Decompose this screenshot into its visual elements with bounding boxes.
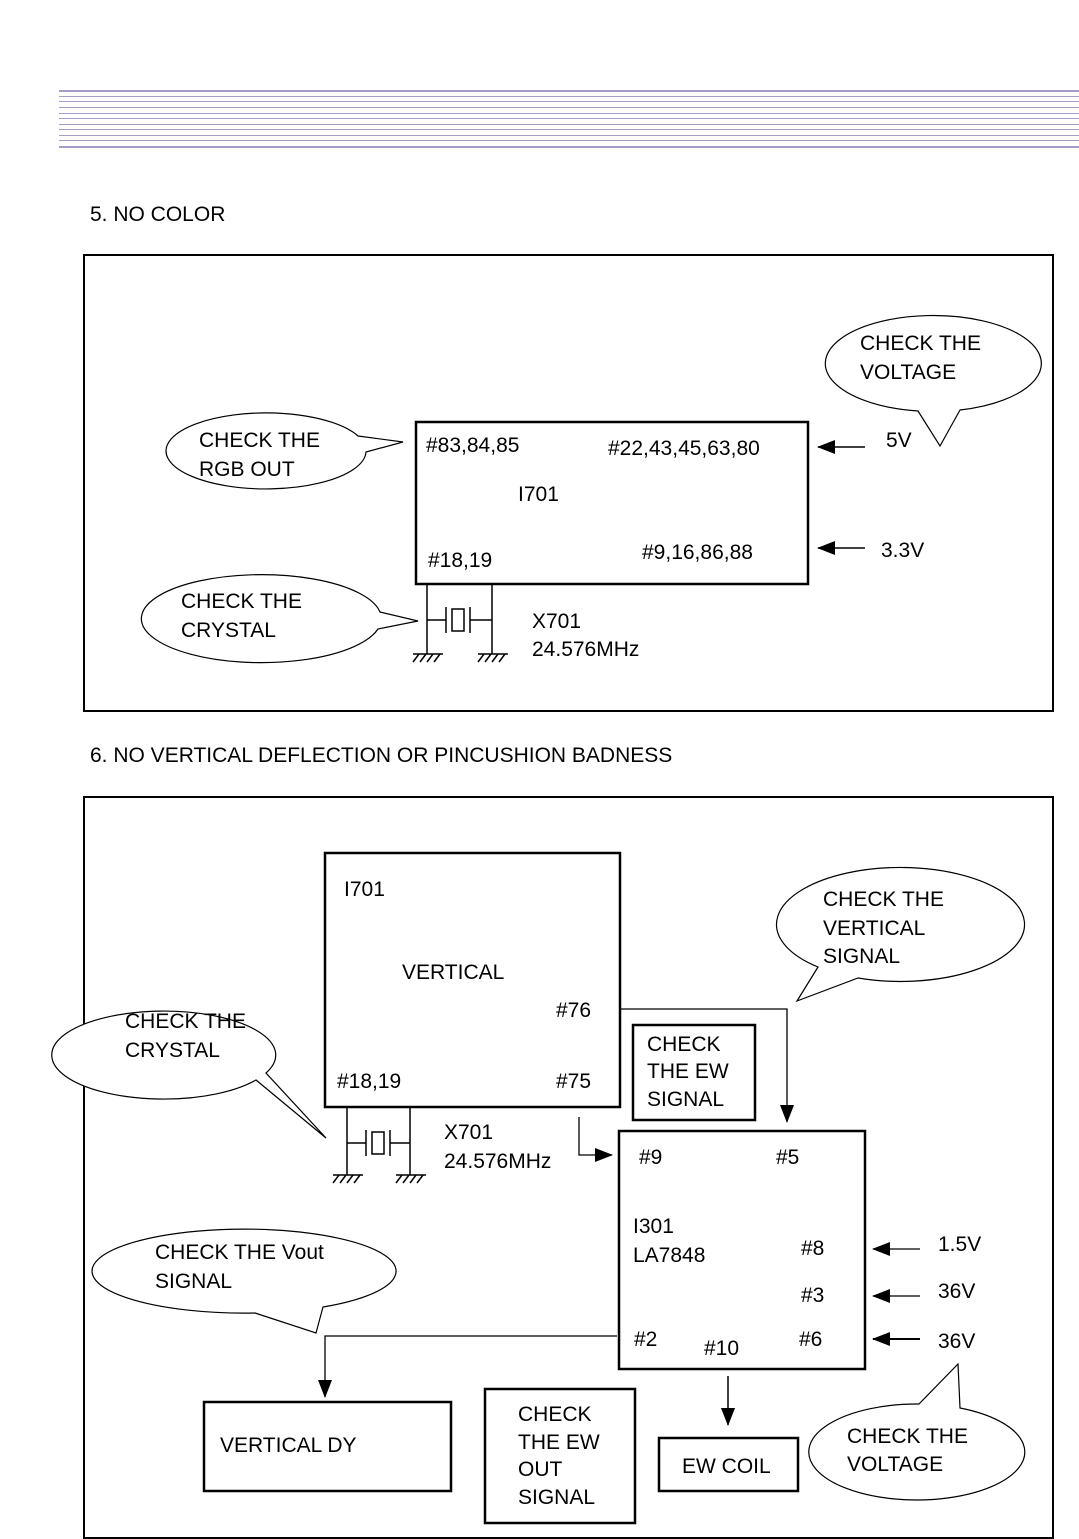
voltage-5v-arrow: 5V bbox=[817, 429, 912, 454]
crystal-ref-label-2: X701 bbox=[444, 1121, 493, 1144]
voltage-36v-arrow-pin6: 36V bbox=[872, 1330, 975, 1353]
ground-icon bbox=[477, 653, 508, 663]
svg-text:36V: 36V bbox=[938, 1280, 975, 1303]
box-vertical-dy: VERTICAL DY bbox=[202, 1400, 453, 1493]
signal-line-76-to-5 bbox=[620, 1008, 794, 1123]
voltage-3v3-label: 3.3V bbox=[881, 539, 924, 562]
crystal-x701-symbol-2 bbox=[332, 1107, 426, 1184]
svg-text:#9: #9 bbox=[639, 1146, 662, 1169]
callout-check-rgb-out: CHECK THE RGB OUT bbox=[165, 412, 404, 490]
svg-text:VERTICAL: VERTICAL bbox=[402, 961, 504, 984]
svg-text:CHECK: CHECK bbox=[518, 1403, 592, 1426]
pins-rgb-label: #83,84,85 bbox=[426, 434, 519, 457]
crystal-x701-symbol bbox=[412, 584, 508, 663]
svg-text:I701: I701 bbox=[344, 878, 385, 901]
svg-text:VOLTAGE: VOLTAGE bbox=[847, 1453, 943, 1476]
pins-5v-label: #22,43,45,63,80 bbox=[608, 437, 760, 460]
svg-text:VERTICAL: VERTICAL bbox=[823, 917, 925, 940]
voltage-36v-arrow-pin3: 36V bbox=[872, 1280, 975, 1303]
svg-text:CHECK THE: CHECK THE bbox=[860, 332, 981, 355]
ic-i701-block: #83,84,85 #22,43,45,63,80 I701 #18,19 #9… bbox=[414, 420, 810, 586]
svg-text:CHECK THE: CHECK THE bbox=[125, 1010, 246, 1033]
header-stripe-band bbox=[59, 90, 1079, 148]
svg-text:VERTICAL DY: VERTICAL DY bbox=[220, 1434, 357, 1457]
svg-text:#75: #75 bbox=[556, 1070, 591, 1093]
svg-text:#6: #6 bbox=[799, 1328, 822, 1351]
section-6-frame bbox=[83, 796, 1054, 1539]
svg-text:#2: #2 bbox=[634, 1328, 657, 1351]
ic-name-label: I701 bbox=[518, 483, 559, 506]
svg-text:THE EW: THE EW bbox=[518, 1431, 600, 1454]
svg-text:#3: #3 bbox=[801, 1284, 824, 1307]
signal-line-75-to-9 bbox=[578, 1117, 613, 1162]
svg-text:CHECK: CHECK bbox=[647, 1033, 721, 1056]
ground-icon bbox=[412, 653, 443, 663]
svg-text:CRYSTAL: CRYSTAL bbox=[181, 619, 276, 642]
section-6-title: 6. NO VERTICAL DEFLECTION OR PINCUSHION … bbox=[90, 744, 673, 767]
svg-text:CHECK THE Vout: CHECK THE Vout bbox=[155, 1241, 324, 1264]
callout-check-crystal: CHECK THE CRYSTAL bbox=[140, 574, 419, 664]
svg-text:#8: #8 bbox=[801, 1237, 824, 1260]
ic-i301-la7848-block: #9 #5 I301 LA7848 #8 #3 #2 #10 #6 bbox=[617, 1129, 867, 1371]
callout-check-voltage-2: CHECK THE VOLTAGE bbox=[808, 1362, 1026, 1501]
svg-text:#5: #5 bbox=[776, 1146, 799, 1169]
svg-text:EW COIL: EW COIL bbox=[682, 1455, 771, 1478]
svg-text:#76: #76 bbox=[556, 999, 591, 1022]
svg-text:CHECK THE: CHECK THE bbox=[823, 888, 944, 911]
voltage-5v-label: 5V bbox=[886, 429, 912, 452]
crystal-freq-label-2: 24.576MHz bbox=[444, 1150, 551, 1173]
svg-text:SIGNAL: SIGNAL bbox=[155, 1270, 232, 1293]
svg-text:#18,19: #18,19 bbox=[337, 1070, 401, 1093]
crystal-ref-label: X701 bbox=[532, 610, 581, 633]
svg-text:CHECK THE: CHECK THE bbox=[847, 1425, 968, 1448]
callout-check-voltage: CHECK THE VOLTAGE bbox=[824, 314, 1042, 448]
pins-3v3-label: #9,16,86,88 bbox=[642, 541, 753, 564]
svg-text:OUT: OUT bbox=[518, 1458, 563, 1481]
voltage-3v3-arrow: 3.3V bbox=[817, 539, 924, 562]
svg-text:CRYSTAL: CRYSTAL bbox=[125, 1039, 220, 1062]
svg-text:#10: #10 bbox=[704, 1337, 739, 1360]
svg-text:SIGNAL: SIGNAL bbox=[823, 945, 900, 968]
box-check-ew-signal: CHECK THE EW SIGNAL bbox=[631, 1023, 757, 1122]
svg-text:VOLTAGE: VOLTAGE bbox=[860, 361, 956, 384]
box-ew-coil: EW COIL bbox=[657, 1436, 800, 1493]
svg-text:SIGNAL: SIGNAL bbox=[647, 1088, 724, 1111]
svg-text:1.5V: 1.5V bbox=[938, 1233, 981, 1256]
ground-icon bbox=[395, 1174, 426, 1184]
callout-check-vout-signal: CHECK THE Vout SIGNAL bbox=[91, 1228, 397, 1334]
svg-text:THE EW: THE EW bbox=[647, 1060, 729, 1083]
crystal-freq-label: 24.576MHz bbox=[532, 638, 639, 661]
callout-check-crystal-2: CHECK THE CRYSTAL bbox=[51, 1010, 327, 1139]
callout-check-vertical-signal: CHECK THE VERTICAL SIGNAL bbox=[775, 866, 1026, 1003]
svg-text:36V: 36V bbox=[938, 1330, 975, 1353]
ground-icon bbox=[332, 1174, 363, 1184]
section-5-title: 5. NO COLOR bbox=[90, 203, 226, 226]
signal-line-2-to-dy bbox=[318, 1335, 617, 1398]
svg-text:CHECK THE: CHECK THE bbox=[199, 429, 320, 452]
svg-text:RGB OUT: RGB OUT bbox=[199, 458, 295, 481]
svg-text:LA7848: LA7848 bbox=[633, 1244, 705, 1267]
box-check-ew-out-signal: CHECK THE EW OUT SIGNAL bbox=[483, 1387, 637, 1525]
pins-crystal-label: #18,19 bbox=[428, 549, 492, 572]
section-5-frame bbox=[83, 254, 1054, 712]
ic-i701-vertical-block: I701 VERTICAL #76 #18,19 #75 bbox=[323, 851, 622, 1109]
svg-text:I301: I301 bbox=[633, 1215, 674, 1238]
voltage-1v5-arrow: 1.5V bbox=[872, 1233, 981, 1256]
svg-text:CHECK THE: CHECK THE bbox=[181, 590, 302, 613]
svg-text:SIGNAL: SIGNAL bbox=[518, 1486, 595, 1509]
